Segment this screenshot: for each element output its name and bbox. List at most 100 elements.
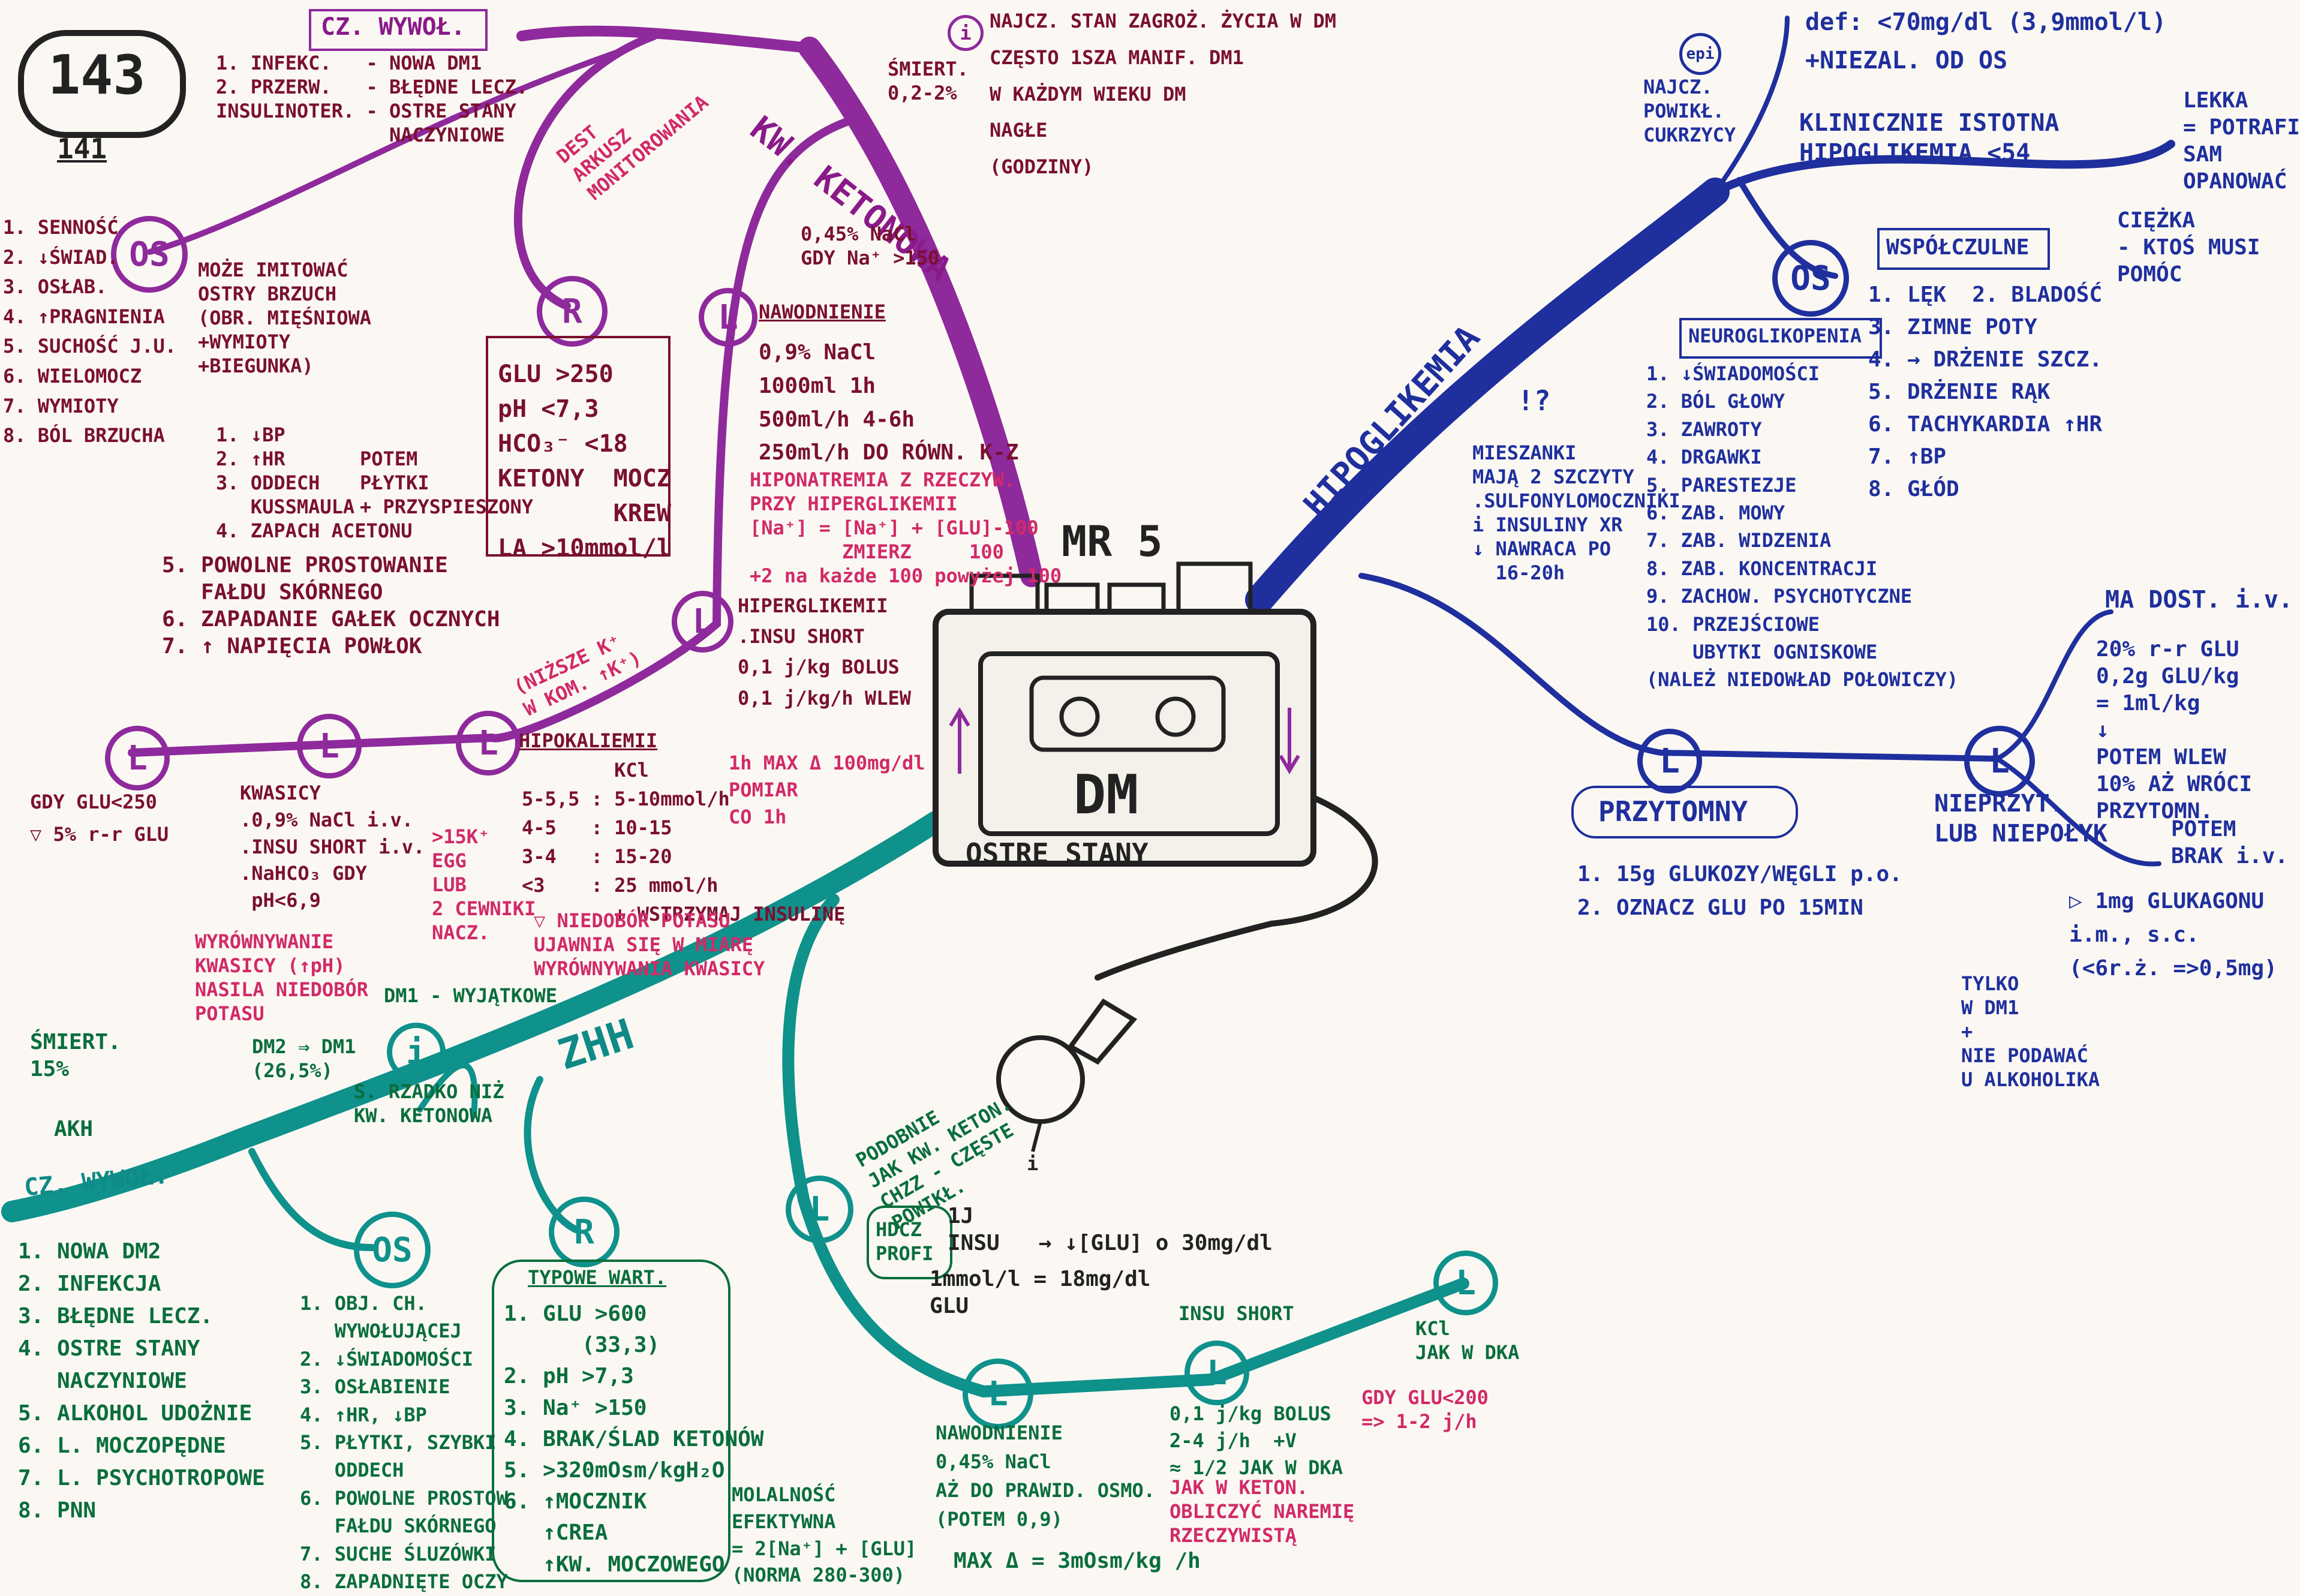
ketonowa-nawodnienie-details: 0,9% NaCl 1000ml 1h 500ml/h 4-6h 250ml/h…	[759, 340, 1019, 465]
device-reel-right	[1155, 696, 1196, 737]
ketonowa-hiponatremia: HIPONATREMIA Z RZECZYW. PRZY HIPERGLIKEM…	[750, 468, 1062, 587]
zhh-l-node-naw: L	[963, 1358, 1033, 1429]
hipo-clinical: KLINICZNIE ISTOTNA HIPOGLIKEMIA <54	[1799, 109, 2060, 167]
zhh-l-node-insu: L	[1184, 1340, 1249, 1405]
zhh-osm: MOLALNOŚĆ EFEKTYWNA = 2[Na⁺] + [GLU] (NO…	[732, 1483, 917, 1587]
ketonowa-hiperglik: HIPERGLIKEMII .INSU SHORT 0,1 j/kg BOLUS…	[738, 594, 911, 710]
ketonowa-l-node-glu: L	[105, 726, 170, 791]
ketonowa-l-node-nawodnienie: L	[699, 288, 757, 347]
page-number: 143	[48, 44, 146, 107]
ketonowa-os-more2: 5. POWOLNE PROSTOWANIE FAŁDU SKÓRNEGO 6.…	[162, 553, 500, 659]
device-screen	[978, 651, 1280, 836]
hipo-przytomny-steps: 1. 15g GLUKOZY/WĘGLI p.o. 2. OZNACZ GLU …	[1577, 862, 1902, 920]
ketonowa-kcl-table: KCl 5-5,5 : 5-10mmol/h 4-5 : 10-15 3-4 :…	[522, 759, 846, 925]
ketonowa-r-box	[486, 336, 671, 557]
stethoscope-neck	[1067, 998, 1138, 1065]
device-brand: MR 5	[1062, 517, 1163, 566]
zhh-akh: AKH	[54, 1117, 94, 1141]
zhh-rare: S. RZADKO NIŻ KW. KETONOWA	[354, 1080, 504, 1127]
hipo-branch-top	[1711, 140, 2175, 196]
hipo-neuro-box	[1679, 318, 1882, 359]
ketonowa-os-note: MOŻE IMITOWAĆ OSTRY BRZUCH (OBR. MIĘŚNIO…	[198, 259, 371, 377]
device-tape	[1029, 675, 1226, 752]
zhh-r-title: TYPOWE WART.	[528, 1266, 667, 1289]
zhh-r-node: R	[549, 1197, 620, 1267]
device-cable-wire	[1095, 795, 1378, 981]
hipo-main-branch	[1245, 178, 1730, 614]
ketonowa-cz-wywol-box	[309, 9, 488, 51]
zhh-kcl: KCl JAK W DKA	[1415, 1317, 1520, 1364]
ketonowa-l-node-hiperglik: L	[672, 591, 733, 653]
hipo-epi-node: epi	[1679, 33, 1721, 75]
hipo-branch-l	[1358, 573, 2000, 762]
page-number-frame	[18, 30, 186, 138]
hipo-mieszanki: MIESZANKI MAJĄ 2 SZCZYTY .SULFONYLOMOCZN…	[1472, 441, 1680, 584]
ketonowa-kussmaul-note: POTEM PŁYTKI + PRZYSPIESZONY	[360, 447, 533, 518]
zhh-i-node: i	[387, 1023, 446, 1081]
ketonowa-hipok-note: >15K⁺ EGG LUB 2 CEWNIKI NACZ.	[432, 825, 536, 944]
stethoscope-i: i	[1027, 1152, 1039, 1175]
hipo-l-node-przytomny: L	[1637, 729, 1702, 794]
hipo-nieprzyt: NIEPRZYT. LUB NIEPOŁYK	[1934, 790, 2107, 847]
hipo-wspolczulne-title: WSPÓŁCZULNE	[1886, 235, 2030, 260]
device-drawing	[933, 561, 1316, 1152]
zhh-hdcz-box	[867, 1206, 952, 1279]
zhh-os-symptoms: 1. OBJ. CH. WYWOŁUJĄCEJ 2. ↓ŚWIADOMOŚCI …	[300, 1292, 520, 1593]
zhh-l-node-kcl: L	[1433, 1251, 1498, 1315]
zhh-insu-title: INSU SHORT	[1178, 1302, 1294, 1325]
device-button-2	[1044, 582, 1100, 614]
ketonowa-hipokaliemii: HIPOKALIEMII	[519, 729, 658, 752]
ketonowa-info: NAJCZ. STAN ZAGROŻ. ŻYCIA W DM CZĘSTO 1S…	[990, 10, 1336, 179]
zhh-branch-i	[417, 1062, 478, 1119]
hipo-wspolczulne-box	[1877, 228, 2050, 270]
hipo-przytomny-box	[1571, 786, 1798, 838]
ketonowa-info-node: i	[948, 15, 984, 51]
zhh-os-node: OS	[354, 1212, 431, 1288]
zhh-dm1-note: DM1 - WYJĄTKOWE	[384, 984, 557, 1007]
ketonowa-r-node: R	[537, 276, 608, 347]
hipo-wspolczulne: 1. LĘK 2. BLADOŚĆ 3. ZIMNE POTY 4. → DRŻ…	[1868, 282, 2103, 501]
ketonowa-cz-wywol: CZ. WYWOŁ.	[321, 13, 465, 41]
ketonowa-death: ŚMIERT. 0,2-2%	[888, 58, 969, 104]
zhh-r-values: 1. GLU >600 (33,3) 2. pH >7,3 3. Na⁺ >15…	[504, 1302, 764, 1577]
hipo-ma-dost: MA DOST. i.v.	[2105, 586, 2293, 614]
zhh-naw-max: MAX Δ = 3mOsm/kg /h	[954, 1549, 1201, 1573]
ketonowa-r-values: GLU >250 pH <7,3 HCO₃⁻ <18 KETONY MOCZ K…	[498, 360, 671, 562]
ketonowa-l-node-kwasicy: L	[297, 714, 362, 779]
zhh-causes: 1. NOWA DM2 2. INFEKCJA 3. BŁĘDNE LECZ. …	[18, 1239, 265, 1523]
ketonowa-branch-r	[513, 32, 658, 310]
device-button-1	[969, 573, 1040, 614]
zhh-conv: 1mmol/l = 18mg/dl GLU	[930, 1267, 1151, 1318]
zhh-dm2: DM2 ⇒ DM1 (26,5%)	[252, 1035, 356, 1082]
ketonowa-glu-lt: GDY GLU<250 ▽ 5% r-r GLU	[30, 791, 169, 846]
device-subtitle: OSTRE STANY	[966, 837, 1149, 870]
ketonowa-branch-l	[128, 116, 856, 757]
hipo-brak: POTEM BRAK i.v.	[2171, 817, 2289, 868]
device-arrow-up	[949, 707, 970, 774]
device-cable	[1095, 795, 1378, 981]
hipo-branch-def	[1713, 16, 1790, 194]
zhh-hdcz: HDCZ PROFI	[876, 1218, 934, 1265]
device-arrow-down	[1279, 708, 1300, 774]
ketonowa-l-node-hipokal: L	[456, 711, 521, 776]
ketonowa-nawodnienie-title: NAWODNIENIE	[759, 300, 886, 323]
hipo-ciezka: CIĘŻKA - KTOŚ MUSI POMÓC	[2117, 208, 2260, 287]
hipo-przytomny: PRZYTOMNY	[1598, 795, 1748, 828]
ketonowa-kwasicy: KWASICY .0,9% NaCl i.v. .INSU SHORT i.v.…	[240, 782, 425, 912]
ketonowa-main-branch	[798, 37, 1043, 587]
hipo-neuro: 1. ↓ŚWIADOMOŚCI 2. BÓL GŁOWY 3. ZAWROTY …	[1646, 362, 1959, 692]
hipo-os-node: OS	[1772, 240, 1849, 317]
ketonowa-hiperglik-max: 1h MAX Δ 100mg/dl POMIAR CO 1h	[729, 752, 925, 828]
ketonowa-k-warning: ▽ NIEDOBÓR POTASU UJAWNIA SIĘ W MIARĘ WY…	[534, 909, 765, 980]
hipo-ma-dost-detail: 20% r-r GLU 0,2g GLU/kg = 1ml/kg ↓ POTEM…	[2096, 637, 2253, 823]
zhh-main-branch	[1, 811, 946, 1222]
ketonowa-os-node: OS	[111, 216, 188, 293]
page-number-sub: 141	[57, 133, 107, 165]
hipo-glukagon-note: TYLKO W DM1 + NIE PODAWAĆ U ALKOHOLIKA	[1961, 972, 2100, 1091]
hipo-glukagon: ▷ 1mg GLUKAGONU i.m., s.c. (<6r.ż. =>0,5…	[2069, 889, 2277, 981]
zhh-ket-note: JAK W KETON. OBLICZYĆ NAREMIĘ RZECZYWIST…	[1169, 1476, 1355, 1547]
ketonowa-branch-upper	[516, 25, 815, 53]
zhh-insu-rule: 1J INSU → ↓[GLU] o 30mg/dl	[948, 1204, 1273, 1255]
zhh-l-node-main: L	[786, 1176, 853, 1243]
ketonowa-os-symptoms: 1. SENNOŚĆ 2. ↓ŚWIAD. 3. OSŁAB. 4. ↑PRAG…	[3, 216, 176, 447]
